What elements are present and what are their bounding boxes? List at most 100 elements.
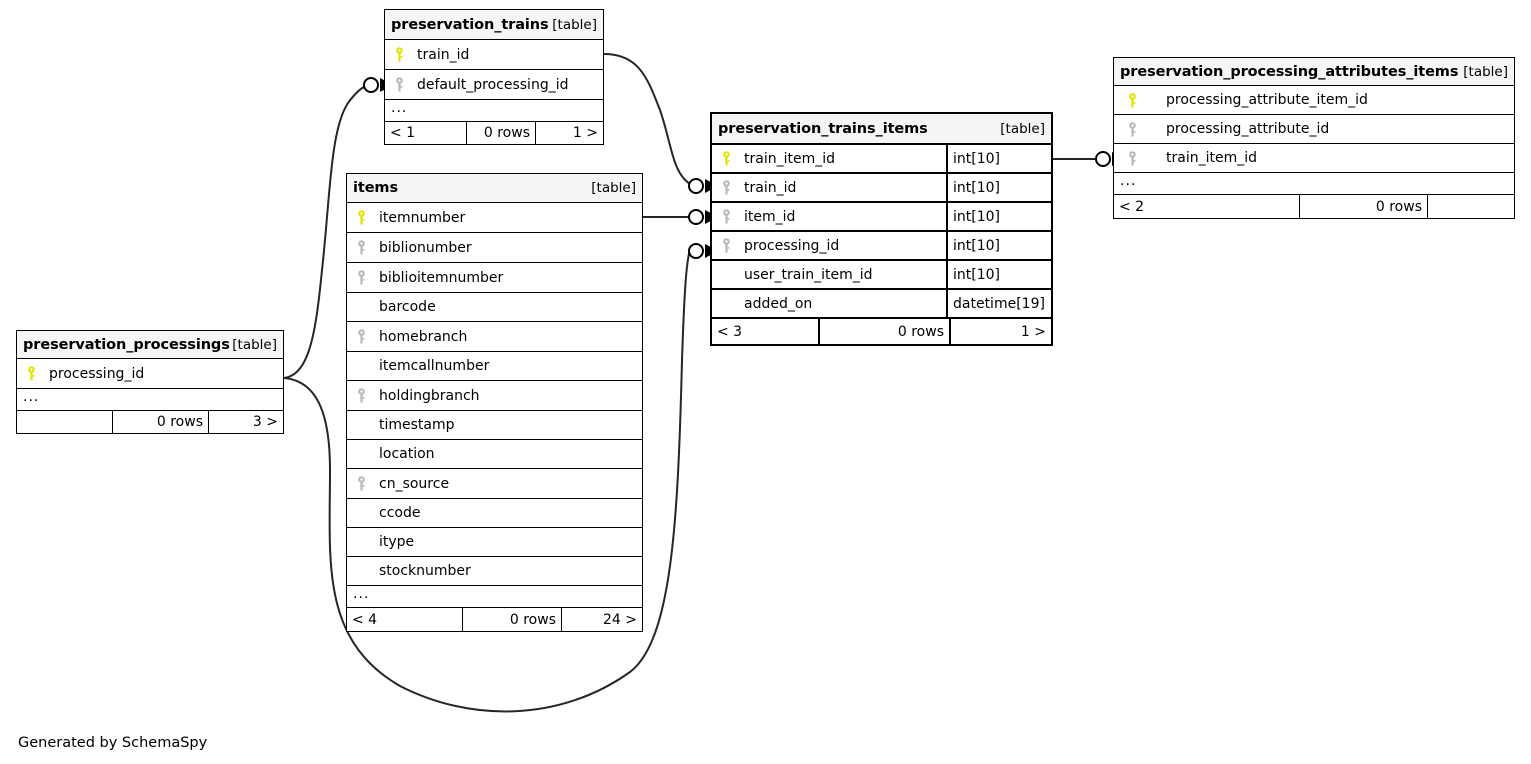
footer-children[interactable]: 1 > [949,319,1051,344]
table-items[interactable]: items [table] itemnumber biblionumber [346,173,643,632]
column-row[interactable]: train_item_id [1114,144,1514,173]
column-row[interactable]: user_train_item_id int[10] [712,261,1051,290]
column-label: itype [379,534,415,550]
column-row[interactable]: itemcallnumber [347,352,642,381]
footer-rowcount: 0 rows [818,319,949,344]
column-name-cell: cn_source [347,476,642,492]
primary-key-icon [718,151,744,166]
column-row[interactable]: train_id int[10] [712,174,1051,203]
foreign-key-icon [1120,150,1166,166]
footer-parents[interactable]: < 4 [352,611,378,628]
column-row[interactable]: processing_id int[10] [712,232,1051,261]
table-header: items [table] [347,174,642,203]
table-title: preservation_trains [391,16,549,33]
column-row[interactable]: processing_attribute_item_id [1114,86,1514,115]
foreign-key-icon [353,329,379,344]
table-footer: < 4 0 rows 24 > [347,608,642,631]
column-row[interactable]: location [347,440,642,469]
column-name-cell: train_item_id [1114,150,1514,166]
ellipsis-label: ... [1120,172,1137,189]
column-row[interactable]: stocknumber [347,557,642,586]
primary-key-icon [1120,92,1166,108]
column-row[interactable]: biblionumber [347,233,642,263]
column-label: train_item_id [744,150,835,167]
footer-parents[interactable]: < 2 [1119,198,1145,215]
column-row[interactable]: timestamp [347,411,642,440]
column-row[interactable]: biblioitemnumber [347,263,642,293]
primary-key-icon [391,47,417,62]
foreign-key-icon [353,240,379,255]
more-columns-indicator: ... [347,586,642,608]
footer-children[interactable]: 1 > [535,122,603,144]
column-row[interactable]: processing_id [17,359,283,389]
footer-parents[interactable] [17,411,112,433]
column-name-cell: processing_id [17,366,283,382]
column-name-cell: barcode [347,299,642,315]
footer-children[interactable]: 3 > [208,411,283,433]
column-label: stocknumber [379,563,471,579]
column-row[interactable]: item_id int[10] [712,203,1051,232]
column-row[interactable]: processing_attribute_id [1114,115,1514,144]
column-row[interactable]: added_on datetime[19] [712,290,1051,319]
foreign-key-icon [353,476,379,491]
table-type-tag: [table] [552,16,597,33]
footer-parents[interactable]: < 3 [717,323,743,340]
column-name-cell: user_train_item_id [712,267,946,283]
column-row[interactable]: train_item_id int[10] [712,145,1051,174]
table-type-tag: [table] [1000,120,1045,137]
column-label: homebranch [379,328,468,345]
column-label: default_processing_id [417,76,569,93]
column-row[interactable]: train_id [385,40,603,70]
table-title: preservation_processings [23,336,230,353]
column-label: holdingbranch [379,387,480,404]
column-row[interactable]: default_processing_id [385,70,603,100]
footer-children[interactable] [1427,195,1514,218]
footer-parents[interactable]: < 1 [390,125,416,141]
table-header: preservation_processings [table] [17,331,283,359]
column-name-cell: train_id [385,47,603,63]
generated-by-credit: Generated by SchemaSpy [18,735,208,751]
column-name-cell: stocknumber [347,563,642,579]
column-row[interactable]: cn_source [347,469,642,499]
column-name-cell: homebranch [347,329,642,345]
footer-children[interactable]: 24 > [561,608,642,631]
table-header: preservation_trains [table] [385,10,603,40]
foreign-key-icon [353,270,379,285]
primary-key-icon [23,366,49,381]
column-name-cell: itemnumber [347,210,642,226]
column-name-cell: itemcallnumber [347,358,642,374]
table-footer: 0 rows 3 > [17,411,283,433]
column-row[interactable]: barcode [347,293,642,322]
column-label: itemcallnumber [379,358,490,374]
table-preservation-trains-items[interactable]: preservation_trains_items [table] train_… [710,112,1053,346]
foreign-key-icon [353,388,379,403]
column-label: itemnumber [379,209,466,226]
column-label: processing_attribute_item_id [1166,92,1368,108]
column-name-cell: biblionumber [347,240,642,256]
column-row[interactable]: ccode [347,499,642,528]
table-preservation-processing-attributes-items[interactable]: preservation_processing_attributes_items… [1113,57,1515,219]
column-row[interactable]: homebranch [347,322,642,352]
table-preservation-processings[interactable]: preservation_processings [table] process… [16,330,284,434]
column-type: int[10] [946,232,1051,259]
table-footer: < 2 0 rows [1114,195,1514,218]
column-label: location [379,446,435,462]
more-columns-indicator: ... [17,389,283,411]
column-row[interactable]: holdingbranch [347,381,642,411]
footer-rowcount: 0 rows [1299,195,1427,218]
column-row[interactable]: itemnumber [347,203,642,233]
column-name-cell: processing_attribute_item_id [1114,92,1514,108]
table-type-tag: [table] [232,336,277,353]
table-preservation-trains[interactable]: preservation_trains [table] train_id def… [384,9,604,145]
column-name-cell: default_processing_id [385,77,603,93]
column-label: train_id [417,46,470,63]
column-row[interactable]: itype [347,528,642,557]
column-label: cn_source [379,475,450,492]
column-label: item_id [744,208,796,225]
column-type: int[10] [946,174,1051,201]
column-label: timestamp [379,417,455,433]
column-type: int[10] [946,261,1051,288]
column-label: processing_id [744,237,840,254]
foreign-key-icon [718,180,744,195]
